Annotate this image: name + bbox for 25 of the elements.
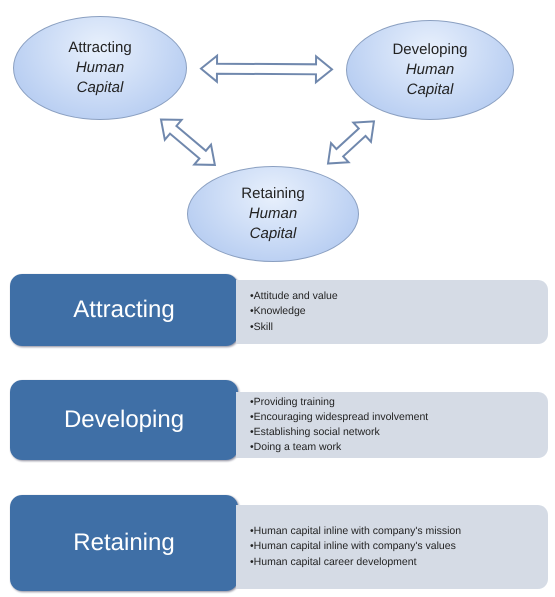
stage-heading: Retaining: [73, 529, 175, 557]
activity-panel: [236, 505, 548, 589]
stage-heading-box: [10, 380, 238, 460]
bullet-item: •Skill: [250, 320, 273, 335]
double-arrow: [326, 120, 376, 165]
activity-panel: [236, 392, 548, 458]
stage-heading-box: [10, 274, 238, 346]
activity-panel: [236, 280, 548, 344]
bullet-item: •Human capital inline with company's values: [250, 539, 456, 554]
stage-heading: Developing: [64, 406, 184, 434]
bullet-item: •Doing a team work: [250, 440, 342, 456]
stage-heading: Attracting: [73, 296, 175, 324]
stage-heading-box: [10, 495, 238, 591]
bullet-item: •Providing training: [250, 394, 335, 410]
bullet-item: •Encouraging widespread involvement: [250, 410, 428, 425]
bullet-item: •Establishing social network: [250, 425, 380, 440]
stage-label: Attracting Human Capital: [67, 38, 133, 98]
bullet-item: •Attitude and value: [250, 289, 338, 304]
bullet-item: •Human capital career development: [250, 554, 417, 570]
bullet-item: •Human capital inline with company's mission: [250, 524, 462, 540]
bullet-item: •Knowledge: [250, 304, 306, 320]
stage-label: Developing Human Capital: [391, 40, 469, 100]
double-arrow: [160, 118, 216, 166]
stage-label: Retaining Human Capital: [240, 184, 306, 244]
double-arrow: [199, 54, 334, 84]
